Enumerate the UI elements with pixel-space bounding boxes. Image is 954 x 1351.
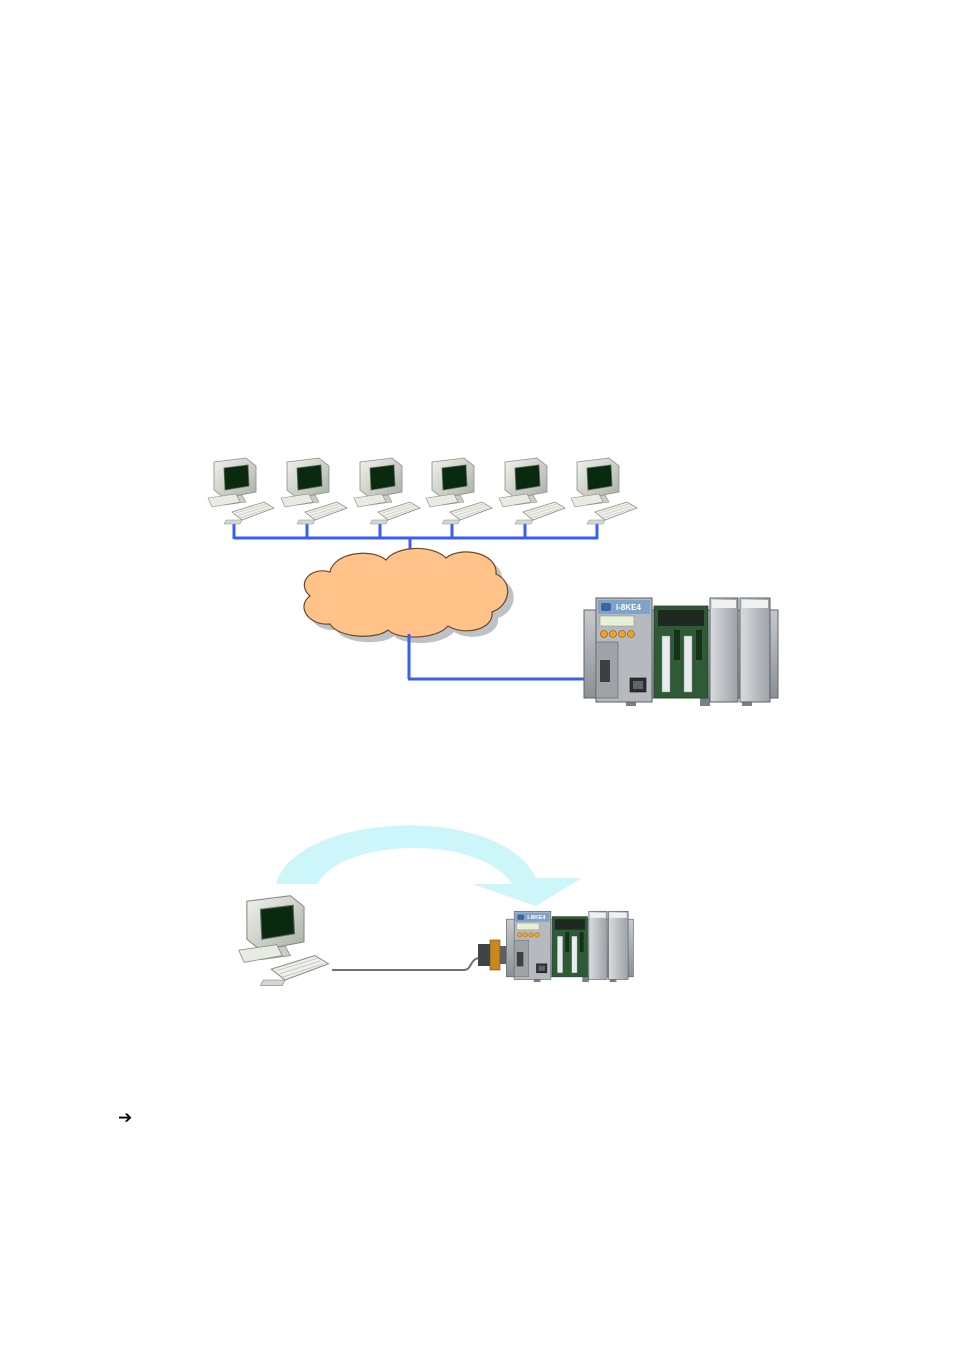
curved-arrow-icon <box>276 825 582 906</box>
arrow-right-icon: ➔ <box>118 1110 132 1127</box>
pac-controller-rack-icon: I-8KE4 <box>584 598 778 706</box>
network-cloud-icon <box>304 548 514 643</box>
device-model-label: I-8KE4 <box>616 603 641 612</box>
desktop-pc-icon <box>281 458 347 524</box>
desktop-pc-icon <box>239 896 329 986</box>
device-model-label: I-8KE4 <box>527 915 546 921</box>
desktop-pc-icon <box>426 458 492 524</box>
desktop-pc-icon <box>571 458 637 524</box>
desktop-pc-icon <box>208 458 274 524</box>
serial-cable-line <box>332 958 480 970</box>
desktop-pc-icon <box>354 458 420 524</box>
serial-connector-icon <box>478 940 508 970</box>
serial-download-diagram: I-8KE4 <box>0 760 954 1040</box>
desktop-pc-icon <box>499 458 565 524</box>
pac-controller-rack-icon: I-8KE4 <box>506 911 633 982</box>
ethernet-network-diagram: I-8KE4 <box>0 0 954 760</box>
